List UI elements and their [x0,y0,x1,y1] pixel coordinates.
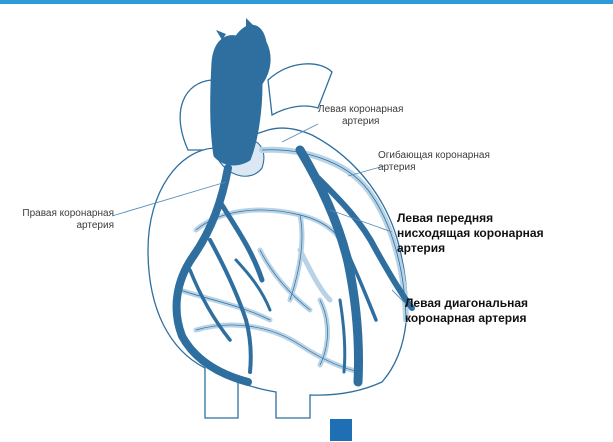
right-atrium-appendage [180,80,214,150]
corner-square [330,419,352,441]
label-right-coronary-artery: Правая коронарная артерия [10,208,114,232]
label-left-anterior-descending: Левая передняя нисходящая коронарная арт… [397,211,544,256]
label-circumflex-artery: Огибающая коронарная артерия [378,150,490,174]
label-left-coronary-artery: Левая коронарная артерия [318,104,403,128]
label-left-diagonal-artery: Левая диагональная коронарная артерия [405,296,528,326]
